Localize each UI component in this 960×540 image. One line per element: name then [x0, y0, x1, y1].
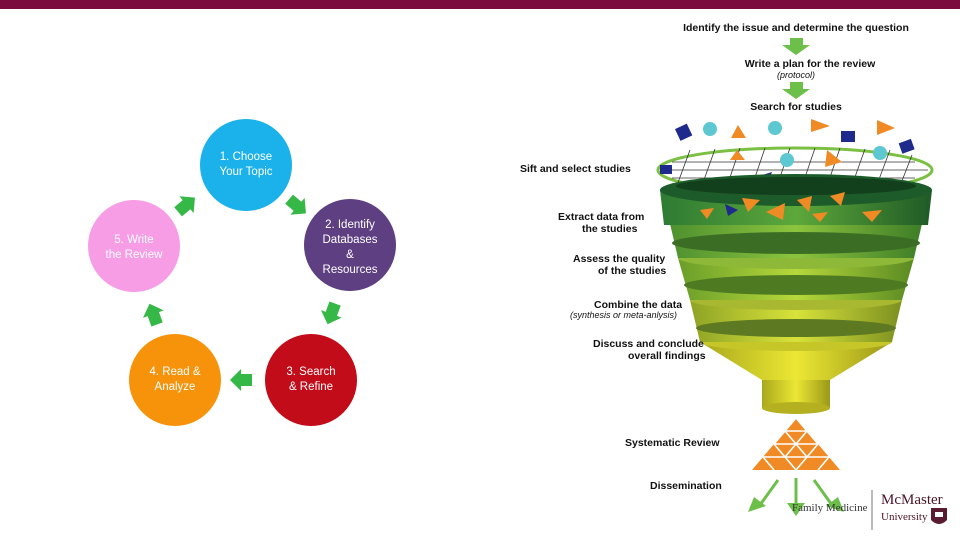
cycle-arrow-4	[142, 303, 164, 327]
step-read-analyze: 4. Read &Analyze	[129, 334, 221, 426]
step-search-refine: 3. Search& Refine	[265, 334, 357, 426]
cycle-arrow-5	[174, 196, 195, 217]
label-plan: Write a plan for the review	[745, 58, 876, 70]
cycle-arrow-1	[285, 194, 306, 215]
label-combine: Combine the data	[594, 299, 682, 311]
funnel	[660, 174, 932, 414]
svg-text:4. Read &Analyze: 4. Read &Analyze	[149, 366, 200, 393]
university-wordmark: University	[881, 511, 928, 523]
svg-text:3. Search& Refine: 3. Search& Refine	[286, 366, 335, 393]
flow-arrow-1	[782, 38, 810, 55]
cycle-arrow-2	[320, 301, 342, 325]
dissemination-arrows	[748, 478, 844, 516]
label-sift: Sift and select studies	[520, 163, 631, 175]
label-plan-note: (protocol)	[777, 70, 815, 80]
label-dissemination: Dissemination	[650, 480, 722, 492]
label-review: Systematic Review	[625, 437, 720, 449]
study-shapes	[675, 119, 915, 154]
family-medicine-logo: Family Medicine	[792, 502, 868, 514]
label-combine-note: (synthesis or meta-anlysis)	[570, 310, 677, 320]
label-identify: Identify the issue and determine the que…	[683, 22, 909, 34]
flow-arrow-2	[782, 82, 810, 99]
mcmaster-wordmark: McMaster	[881, 492, 943, 508]
review-pyramid	[752, 417, 840, 471]
top-bar	[0, 0, 960, 9]
label-search: Search for studies	[750, 101, 842, 113]
cycle-arrow-3	[230, 369, 252, 391]
funnel-shapes	[700, 192, 882, 222]
crest-icon	[931, 508, 947, 524]
